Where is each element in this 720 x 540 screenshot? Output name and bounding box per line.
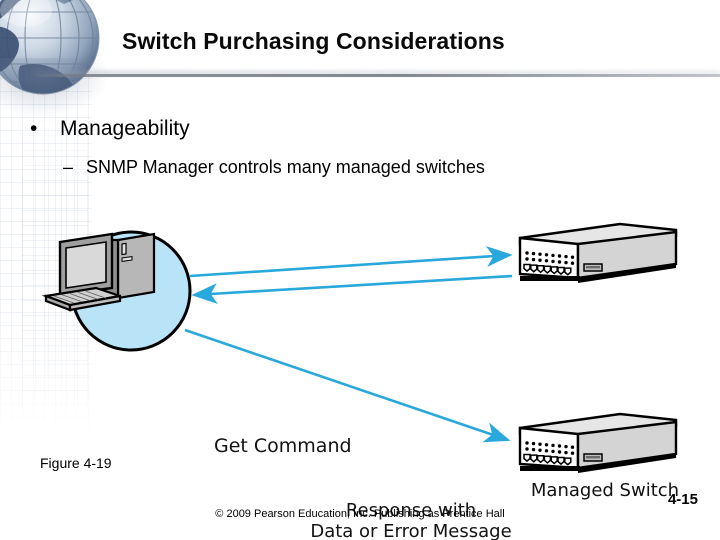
managed-switch-top-label: Managed Switch: [530, 480, 680, 501]
dash-marker: –: [63, 157, 74, 177]
response-label: Response with Data or Error Message: [310, 500, 512, 540]
managed-switch-bottom: [518, 412, 678, 473]
globe-shadow: [0, 58, 112, 118]
globe-icon: [0, 0, 100, 95]
bullet-level1-label: Manageability: [60, 117, 190, 140]
bullet-marker: •: [30, 117, 38, 140]
set-command-arrow: [184, 328, 511, 443]
response-arrow: [191, 274, 513, 304]
page-number: 4-15: [667, 491, 698, 508]
figure-caption: Figure 4-19: [40, 455, 112, 471]
bullet-level2-label: SNMP Manager controls many managed switc…: [86, 157, 485, 177]
snmp-diagram: Get Command Response with Data or Error …: [0, 200, 720, 540]
copyright-notice: © 2009 Pearson Education, Inc. Publishin…: [215, 508, 505, 520]
get-command-arrow: [189, 246, 513, 278]
get-command-label: Get Command: [214, 435, 352, 457]
header-divider-glow: [30, 70, 720, 76]
header-divider: [30, 74, 720, 77]
managed-switch-top: [518, 222, 678, 283]
snmp-manager-node: [41, 230, 192, 352]
diagram-canvas: [41, 222, 678, 473]
page-title: Switch Purchasing Considerations: [122, 28, 505, 54]
